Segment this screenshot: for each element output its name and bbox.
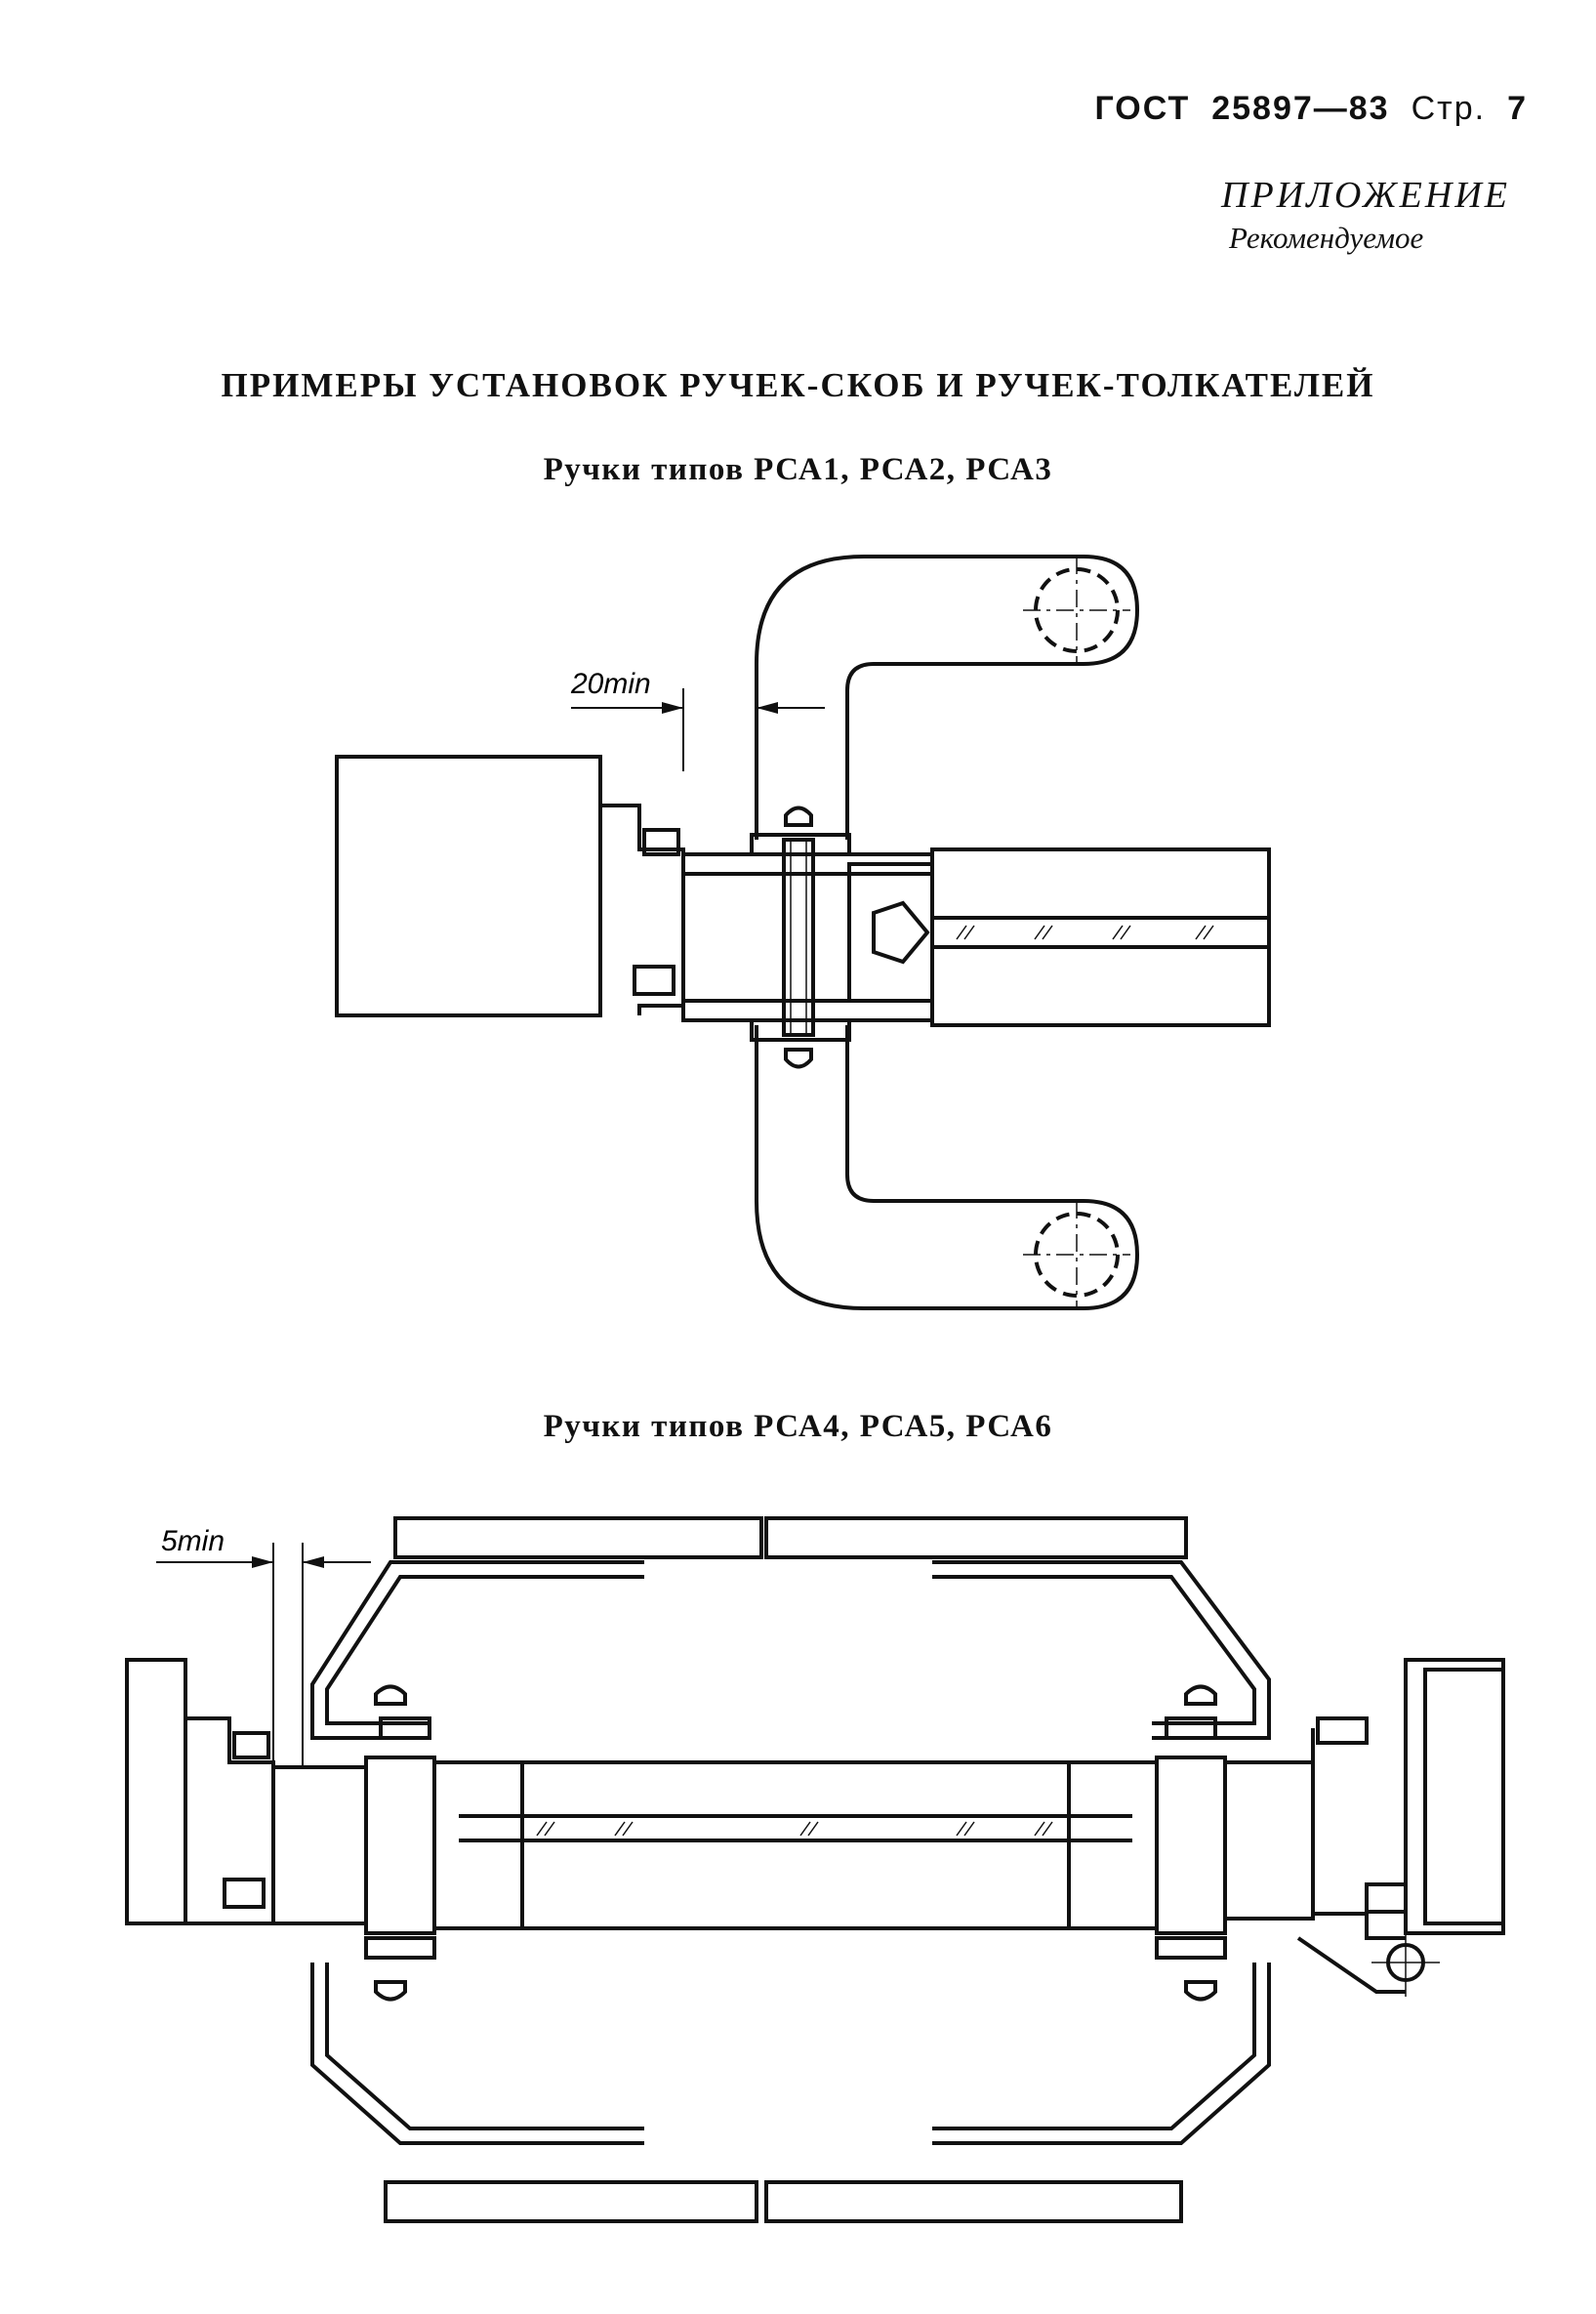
appendix-status: Рекомендуемое xyxy=(1229,221,1424,255)
appendix-title: ПРИЛОЖЕНИЕ xyxy=(1221,175,1510,216)
pusher-bar-bottom-right xyxy=(764,2180,1183,2223)
figure1-caption: Ручки типов РСА1, РСА2, РСА3 xyxy=(543,452,1053,487)
pusher-bar-top-right xyxy=(764,1516,1188,1559)
page-title: ПРИМЕРЫ УСТАНОВОК РУЧЕК-СКОБ И РУЧЕК-ТОЛ… xyxy=(221,366,1375,404)
handle-lower-outline xyxy=(755,1025,1140,1310)
pusher-bar-bottom-left xyxy=(384,2180,758,2223)
frame-profile-left xyxy=(335,755,602,1017)
frame-profile-right xyxy=(1404,1658,1505,1935)
frame-profile-left xyxy=(125,1658,187,1925)
page-label: Стр. xyxy=(1411,90,1487,127)
figure2-caption: Ручки типов РСА4, РСА5, РСА6 xyxy=(543,1409,1053,1444)
door-profile xyxy=(681,852,934,1022)
figure1-drawing: 20min xyxy=(335,555,1271,1310)
mounting-hole-upper xyxy=(1034,567,1120,653)
dimension-20min: 20min xyxy=(570,668,651,700)
appendix-block: ПРИЛОЖЕНИЕ Рекомендуемое xyxy=(1221,174,1510,256)
figure2-drawing: 5min xyxy=(125,1516,1505,2223)
glass-panel xyxy=(432,1760,1159,1930)
through-bolt xyxy=(782,838,815,1037)
standard-number: 25897—83 xyxy=(1211,90,1390,127)
glass-panel xyxy=(930,847,1271,1027)
dimension-5min: 5min xyxy=(161,1525,225,1557)
handle-upper-outline xyxy=(755,555,1140,840)
standard-label: ГОСТ xyxy=(1094,90,1191,127)
mounting-hole-lower xyxy=(1034,1212,1120,1298)
pusher-bar-top-left xyxy=(393,1516,763,1559)
page-number: 7 xyxy=(1507,90,1528,127)
page-header: ГОСТ 25897—83 Стр. 7 xyxy=(1073,90,1528,128)
